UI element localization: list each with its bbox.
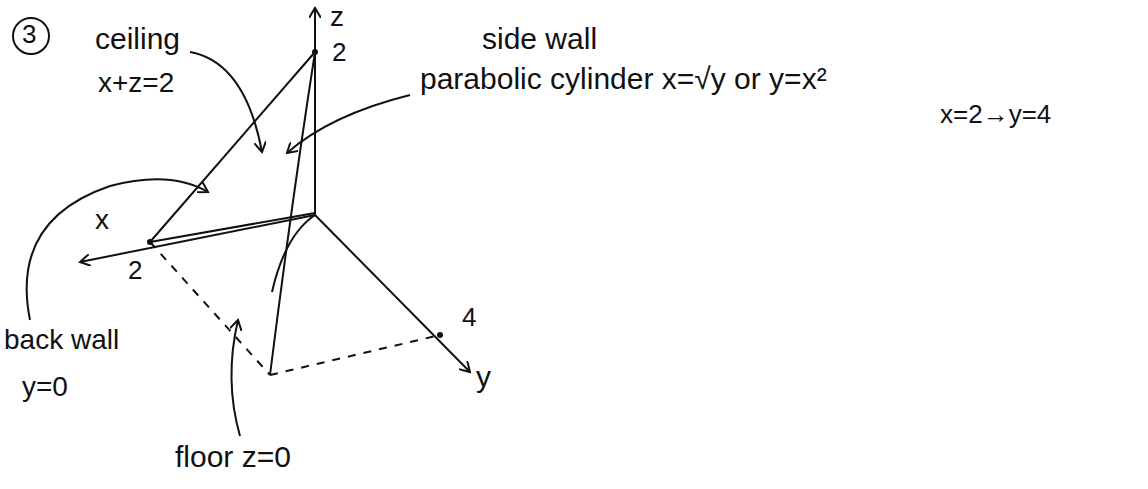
- y-axis: [315, 215, 470, 372]
- leader-line: [231, 320, 240, 436]
- side-wall-curve: [272, 215, 315, 292]
- label-text: parabolic cylinder x=√y or y=x²: [420, 62, 827, 95]
- ceiling-edge: [150, 52, 315, 242]
- x-axis: [80, 215, 315, 262]
- number-circle: [13, 18, 49, 54]
- leader-line: [27, 179, 208, 320]
- point: [312, 49, 318, 55]
- leader-line: [190, 52, 262, 152]
- z-axis: [314, 8, 316, 215]
- floor-edge: [270, 335, 440, 375]
- label-text: side wall: [482, 22, 597, 55]
- label-text: x=2→y=4: [940, 100, 1051, 129]
- label-text: x+z=2: [98, 68, 174, 99]
- leader-line: [287, 95, 410, 153]
- label-text: y=0: [22, 372, 68, 403]
- label-text: x: [95, 205, 109, 236]
- label-text: y: [476, 360, 491, 393]
- side-wall-edge: [270, 52, 315, 375]
- floor-edge: [150, 242, 270, 375]
- label-text: 4: [462, 303, 476, 332]
- label-text: back wall: [4, 325, 119, 356]
- label-text: z: [330, 2, 344, 33]
- point: [437, 332, 443, 338]
- label-text: 2: [128, 256, 142, 285]
- label-text: ceiling: [95, 22, 180, 55]
- point: [147, 239, 153, 245]
- label-text: 2: [332, 38, 346, 67]
- label-text: 3: [22, 20, 36, 49]
- label-text: floor z=0: [175, 440, 291, 473]
